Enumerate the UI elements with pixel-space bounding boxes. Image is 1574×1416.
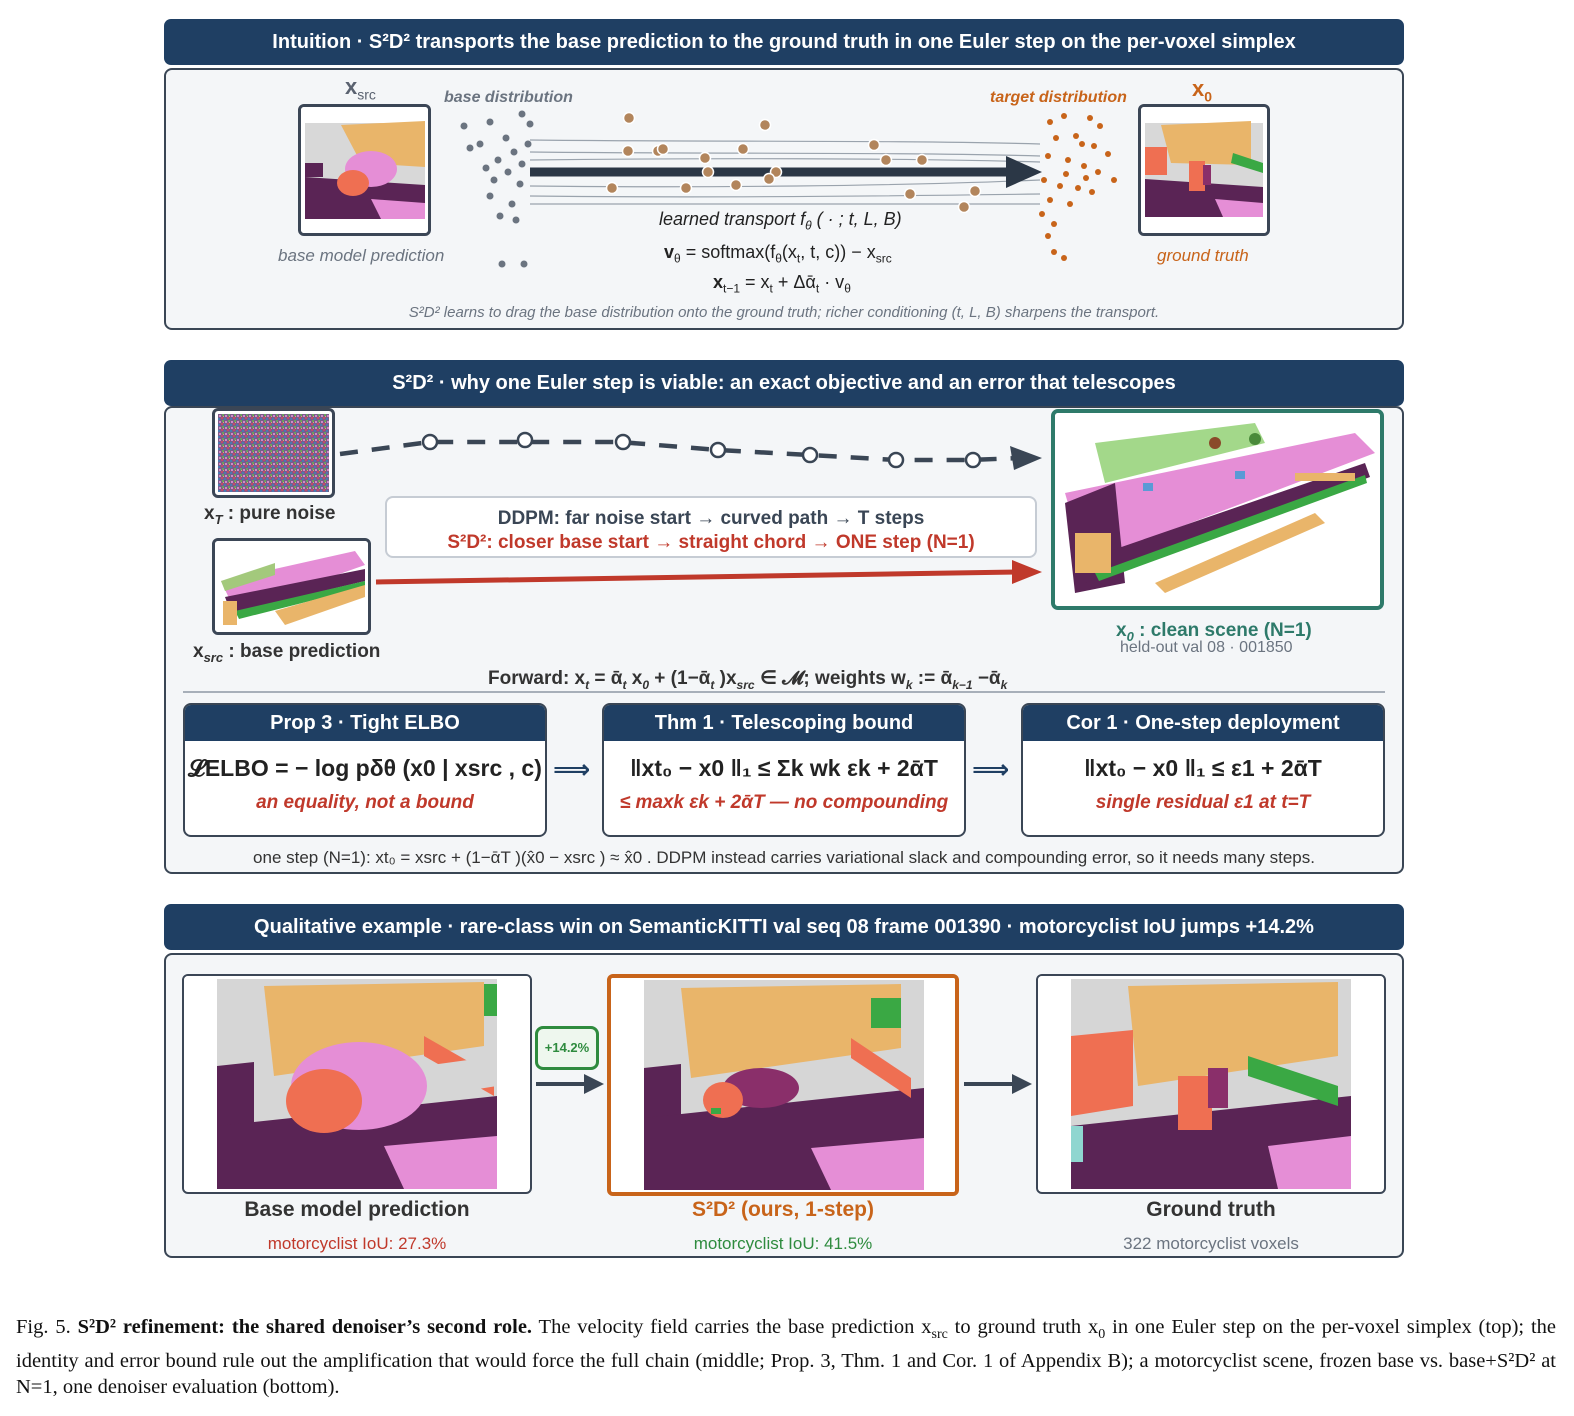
implies-arrow-1: ⟹: [553, 754, 591, 784]
clean-scene-thumbnail: [1051, 409, 1384, 610]
why-one-step-banner: S²D² · why one Euler step is viable: an …: [164, 360, 1404, 406]
prop3-title: Prop 3 · Tight ELBO: [185, 705, 545, 741]
prop3-box: Prop 3 · Tight ELBO 𝓛ELBO = − log pδθ (x…: [183, 703, 547, 837]
caption-bold-title: S²D² refinement: the shared denoiser’s s…: [77, 1316, 533, 1338]
arrow-base-to-ours: [536, 1074, 604, 1094]
qualitative-banner: Qualitative example · rare-class win on …: [164, 904, 1404, 950]
noise-image: [218, 414, 329, 492]
base-prediction-thumbnail: [212, 538, 371, 635]
ground-truth-voxel-image: [1141, 107, 1267, 233]
thm1-title: Thm 1 · Telescoping bound: [604, 705, 964, 741]
clean-scene-voxel-image: [1055, 413, 1380, 606]
qual-gt-count: 322 motorcyclist voxels: [1123, 1234, 1299, 1253]
iou-gain-badge: +14.2%: [535, 1026, 599, 1070]
cor1-equation: ‖xt₀ − x0 ‖₁ ≤ ε1 + 2ᾱT: [1084, 755, 1322, 781]
thm1-box: Thm 1 · Telescoping bound ‖xt₀ − x0 ‖₁ ≤…: [602, 703, 966, 837]
euler-step-equation: xt−1 = xt + Δᾱt · vθ: [713, 272, 851, 296]
implies-arrow-2: ⟹: [972, 754, 1010, 784]
arrow-ours-to-gt: [964, 1074, 1032, 1094]
base-distribution-label: base distribution: [444, 89, 573, 106]
xsrc-thumbnail: [298, 104, 431, 236]
qual-gt-voxels: [1038, 976, 1383, 1191]
prop3-note: an equality, not a bound: [256, 792, 474, 813]
velocity-equation: vθ = softmax(fθ(xt, t, c)) − xsrc: [664, 242, 892, 266]
qual-ours-iou: motorcyclist IoU: 41.5%: [693, 1234, 873, 1253]
clean-scene-sublabel: held-out val 08 · 001850: [1120, 639, 1293, 656]
transport-illustration: [460, 110, 1117, 268]
s2d2-line: S²D²: closer base start → straight chord…: [447, 532, 975, 553]
qual-base-voxels: [184, 976, 529, 1191]
intuition-footnote: S²D² learns to drag the base distributio…: [408, 304, 1160, 321]
ground-truth-label: ground truth: [1157, 246, 1249, 265]
qual-base-prediction-image: [182, 974, 532, 1194]
qual-gt-title: Ground truth: [1146, 1198, 1276, 1221]
ddpm-vs-s2d2-box: DDPM: far noise start → curved path → T …: [385, 496, 1037, 558]
path-comparison: [339, 431, 1042, 585]
base-model-prediction-label: base model prediction: [278, 246, 445, 265]
xsrc-title: xsrc: [345, 74, 376, 103]
qual-ours-title: S²D² (ours, 1-step): [691, 1198, 874, 1221]
prop3-equation: 𝓛ELBO = − log pδθ (x0 | xsrc , c): [188, 755, 542, 781]
cor1-title: Cor 1 · One-step deployment: [1023, 705, 1383, 741]
section-divider: [183, 691, 1385, 693]
qual-base-iou: motorcyclist IoU: 27.3%: [267, 1234, 447, 1253]
pure-noise-label: xT : pure noise: [204, 503, 336, 527]
thm1-equation: ‖xt₀ − x0 ‖₁ ≤ Σk wk εk + 2ᾱT: [630, 755, 938, 781]
intuition-banner: Intuition · S²D² transports the base pre…: [164, 19, 1404, 65]
base-prediction-label: xsrc : base prediction: [193, 641, 381, 665]
qual-ours-image: [607, 974, 959, 1196]
qual-ours-voxels: [611, 978, 955, 1192]
base-prediction-voxel-image: [301, 107, 428, 233]
caption-fig-number: Fig. 5.: [16, 1316, 71, 1338]
qual-base-title: Base model prediction: [244, 1198, 470, 1221]
learned-transport-label: learned transport fθ ( · ; t, L, B): [659, 209, 902, 233]
x0-title: x0: [1192, 76, 1213, 105]
one-step-explanation: one step (N=1): xt₀ = xsrc + (1−ᾱT )(x̂0…: [253, 848, 1315, 867]
cor1-note: single residual ε1 at t=T: [1095, 792, 1311, 813]
figure-caption: Fig. 5. S²D² refinement: the shared deno…: [16, 1316, 1556, 1399]
target-distribution-label: target distribution: [990, 89, 1127, 106]
x0-thumbnail: [1138, 104, 1270, 236]
forward-equation: Forward: xt = ᾱt x0 + (1−ᾱt )xsrc ∈ 𝓜; w…: [488, 668, 1008, 692]
base-scene-voxel-image: [215, 541, 368, 632]
cor1-box: Cor 1 · One-step deployment ‖xt₀ − x0 ‖₁…: [1021, 703, 1385, 837]
thm1-note: ≤ maxk εk + 2ᾱT — no compounding: [619, 792, 949, 813]
qual-ground-truth-image: [1036, 974, 1386, 1194]
pure-noise-thumbnail: [212, 408, 335, 498]
clean-scene-label: x0 : clean scene (N=1): [1116, 620, 1312, 644]
ddpm-line: DDPM: far noise start → curved path → T …: [497, 508, 925, 529]
